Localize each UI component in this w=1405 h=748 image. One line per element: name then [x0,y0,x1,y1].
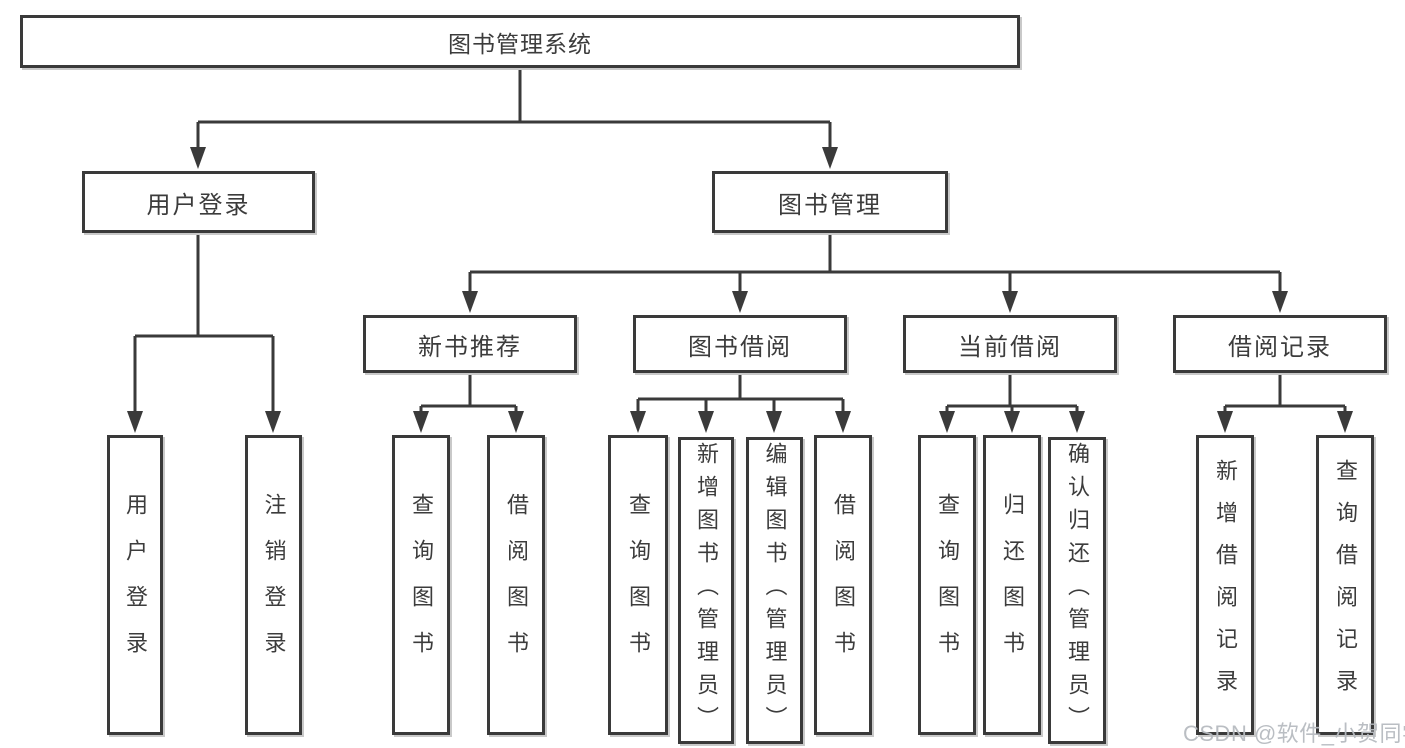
leaf-add-borrow-record-label: 新增借阅记录 [1213,459,1238,711]
node-root-label: 图书管理系统 [448,30,592,57]
node-borrow-records: 借阅记录 [1173,315,1387,373]
node-book-borrow: 图书借阅 [633,315,847,373]
leaf-user-login: 用户登录 [107,435,163,735]
leaf-return-books: 归还图书 [983,435,1041,735]
leaf-edit-books-admin-label: 编辑图书（管理员） [762,442,788,739]
node-book-management-branch-label: 图书管理 [778,191,882,219]
leaf-borrow-books-label: 借阅图书 [831,493,856,677]
node-book-borrow-label: 图书借阅 [688,333,792,361]
leaf-query-books-recommend-label: 查询图书 [409,493,434,677]
leaf-confirm-return-admin-label: 确认归还（管理员） [1065,442,1090,739]
leaf-query-borrow-record: 查询借阅记录 [1316,435,1374,735]
watermark-text: CSDN @软件_小贺同学 [1183,721,1405,746]
arrowhead-icons [127,147,1353,433]
leaf-query-books-borrow: 查询图书 [608,435,668,735]
leaf-confirm-return-admin: 确认归还（管理员） [1048,437,1106,744]
node-current-borrow-label: 当前借阅 [958,333,1062,361]
leaf-add-books-admin-label: 新增图书（管理员） [694,442,719,739]
leaf-logout-label: 注销登录 [261,493,287,677]
leaf-borrow-books-recommend: 借阅图书 [487,435,545,735]
node-root-system: 图书管理系统 [20,15,1020,68]
node-current-borrow: 当前借阅 [903,315,1117,373]
node-new-book-recommend: 新书推荐 [363,315,577,373]
leaf-query-books-recommend: 查询图书 [392,435,450,735]
leaf-borrow-books: 借阅图书 [814,435,872,735]
leaf-add-borrow-record: 新增借阅记录 [1196,435,1254,735]
leaf-query-books-current-label: 查询图书 [935,493,960,677]
leaf-user-login-label: 用户登录 [123,493,148,677]
leaf-query-borrow-record-label: 查询借阅记录 [1333,459,1358,711]
leaf-query-books-borrow-label: 查询图书 [626,493,651,677]
leaf-add-books-admin: 新增图书（管理员） [678,437,734,744]
node-book-management-branch: 图书管理 [712,171,948,233]
node-user-login-branch: 用户登录 [82,171,315,233]
leaf-return-books-label: 归还图书 [1000,493,1025,677]
node-user-login-branch-label: 用户登录 [146,191,251,219]
leaf-borrow-books-recommend-label: 借阅图书 [504,493,529,677]
leaf-query-books-current: 查询图书 [918,435,976,735]
leaf-logout: 注销登录 [245,435,302,735]
node-new-book-recommend-label: 新书推荐 [418,333,522,361]
leaf-edit-books-admin: 编辑图书（管理员） [746,437,803,744]
node-borrow-records-label: 借阅记录 [1228,333,1332,361]
